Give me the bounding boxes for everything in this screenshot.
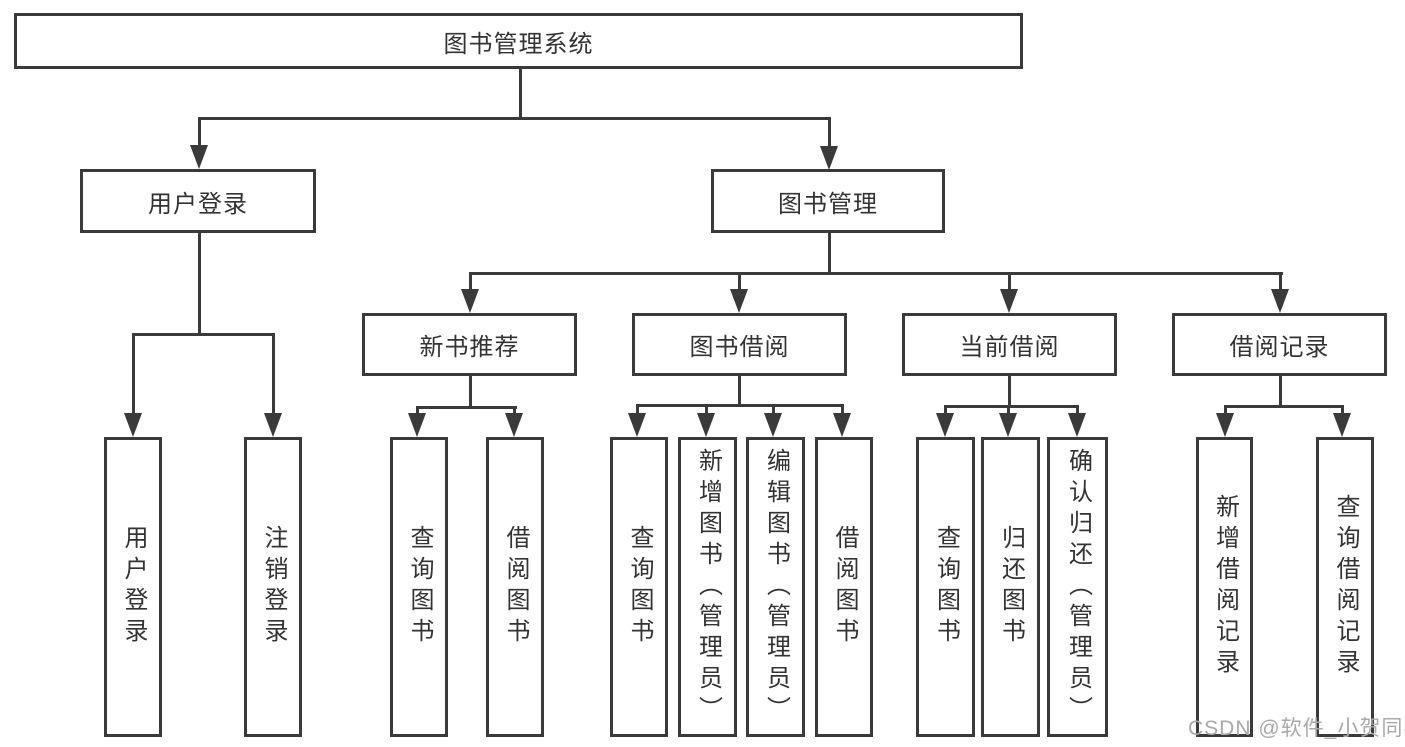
node-borrow-records: 借阅记录 (1172, 313, 1387, 376)
leaf-current-query-books: 查询图书 (916, 437, 975, 737)
arrowhead (628, 413, 646, 437)
leaf-user-login-label: 用户登录 (120, 525, 147, 649)
edge-line (132, 333, 135, 416)
csdn-watermark: CSDN @软件_小贺同学 (1188, 717, 1405, 740)
arrowhead (1271, 289, 1289, 313)
edge-line (738, 376, 741, 407)
arrowhead (264, 413, 282, 437)
edge-line (519, 69, 522, 119)
edge-line (198, 117, 201, 149)
arrowhead (730, 289, 748, 313)
edge-line (841, 404, 844, 416)
edge-line (132, 333, 275, 336)
leaf-recommend-query-books-label: 查询图书 (406, 525, 433, 649)
edge-line (416, 406, 419, 416)
leaf-borrow-books-label: 借阅图书 (831, 525, 858, 649)
leaf-edit-books-admin: 编辑图书（管理员） (746, 437, 805, 737)
leaf-return-books: 归还图书 (981, 437, 1040, 737)
leaf-edit-books-admin-label: 编辑图书（管理员） (762, 447, 790, 727)
leaf-recommend-borrow-books: 借阅图书 (486, 437, 544, 737)
edge-line (944, 405, 1079, 408)
edge-line (416, 406, 517, 409)
edge-line (1279, 376, 1282, 408)
node-current-borrow-label: 当前借阅 (959, 334, 1060, 361)
node-root-label: 图书管理系统 (443, 30, 594, 58)
arrowhead (461, 289, 479, 313)
arrowhead (820, 146, 838, 170)
leaf-return-books-label: 归还图书 (997, 525, 1025, 649)
leaf-borrow-query-books: 查询图书 (610, 437, 668, 737)
leaf-add-books-admin-label: 新增图书（管理员） (694, 447, 722, 727)
edge-line (513, 406, 516, 416)
leaf-recommend-query-books: 查询图书 (390, 437, 448, 737)
leaf-logout: 注销登录 (244, 437, 302, 737)
node-borrow-records-label: 借阅记录 (1229, 334, 1330, 361)
arrowhead (833, 413, 851, 437)
leaf-borrow-books: 借阅图书 (815, 437, 873, 737)
edge-line (198, 233, 201, 336)
edge-line (1224, 405, 1344, 408)
arrowhead (1068, 413, 1086, 437)
edge-line (1007, 405, 1010, 416)
arrowhead (697, 413, 715, 437)
edge-line (828, 233, 831, 274)
edge-line (944, 405, 947, 416)
node-book-borrow: 图书借阅 (632, 313, 847, 376)
edge-line (772, 404, 775, 416)
node-root: 图书管理系统 (14, 13, 1023, 69)
edge-line (198, 117, 831, 120)
leaf-add-borrow-record-label: 新增借阅记录 (1211, 494, 1239, 680)
node-current-borrow: 当前借阅 (902, 313, 1117, 376)
edge-line (1224, 405, 1227, 416)
edge-line (1076, 405, 1079, 416)
leaf-user-login: 用户登录 (104, 437, 162, 737)
leaf-query-borrow-record: 查询借阅记录 (1316, 437, 1374, 737)
node-new-book-recommend-label: 新书推荐 (419, 334, 520, 361)
arrowhead (408, 413, 426, 437)
edge-line (828, 117, 831, 149)
edge-line (1279, 272, 1282, 292)
node-book-management: 图书管理 (711, 169, 945, 233)
arrowhead (1216, 413, 1234, 437)
arrowhead (936, 413, 954, 437)
leaf-query-borrow-record-label: 查询借阅记录 (1332, 494, 1359, 680)
node-user-login-label: 用户登录 (148, 190, 248, 218)
arrowhead (764, 413, 782, 437)
leaf-current-query-books-label: 查询图书 (932, 525, 960, 649)
edge-line (469, 272, 1283, 275)
edge-line (469, 376, 472, 409)
edge-line (738, 272, 741, 292)
arrowhead (190, 145, 208, 169)
node-user-login: 用户登录 (80, 169, 316, 233)
leaf-add-borrow-record: 新增借阅记录 (1196, 437, 1253, 737)
edge-line (636, 404, 639, 416)
leaf-add-books-admin: 新增图书（管理员） (678, 437, 737, 737)
edge-line (272, 333, 275, 416)
node-book-management-label: 图书管理 (778, 190, 878, 218)
edge-line (705, 404, 708, 416)
edge-line (636, 404, 844, 407)
edge-line (1008, 376, 1011, 408)
leaf-logout-label: 注销登录 (260, 525, 287, 649)
node-new-book-recommend: 新书推荐 (362, 313, 577, 376)
arrowhead (999, 413, 1017, 437)
leaf-confirm-return-admin: 确认归还（管理员） (1047, 437, 1108, 737)
arrowhead (1000, 289, 1018, 313)
arrowhead (505, 413, 523, 437)
leaf-confirm-return-admin-label: 确认归还（管理员） (1064, 447, 1092, 727)
leaf-recommend-borrow-books-label: 借阅图书 (502, 525, 529, 649)
arrowhead (1333, 413, 1351, 437)
arrowhead (124, 413, 142, 437)
edge-line (1008, 272, 1011, 292)
edge-line (1341, 405, 1344, 416)
leaf-borrow-query-books-label: 查询图书 (626, 525, 653, 649)
edge-line (469, 272, 472, 292)
node-book-borrow-label: 图书借阅 (689, 334, 790, 361)
